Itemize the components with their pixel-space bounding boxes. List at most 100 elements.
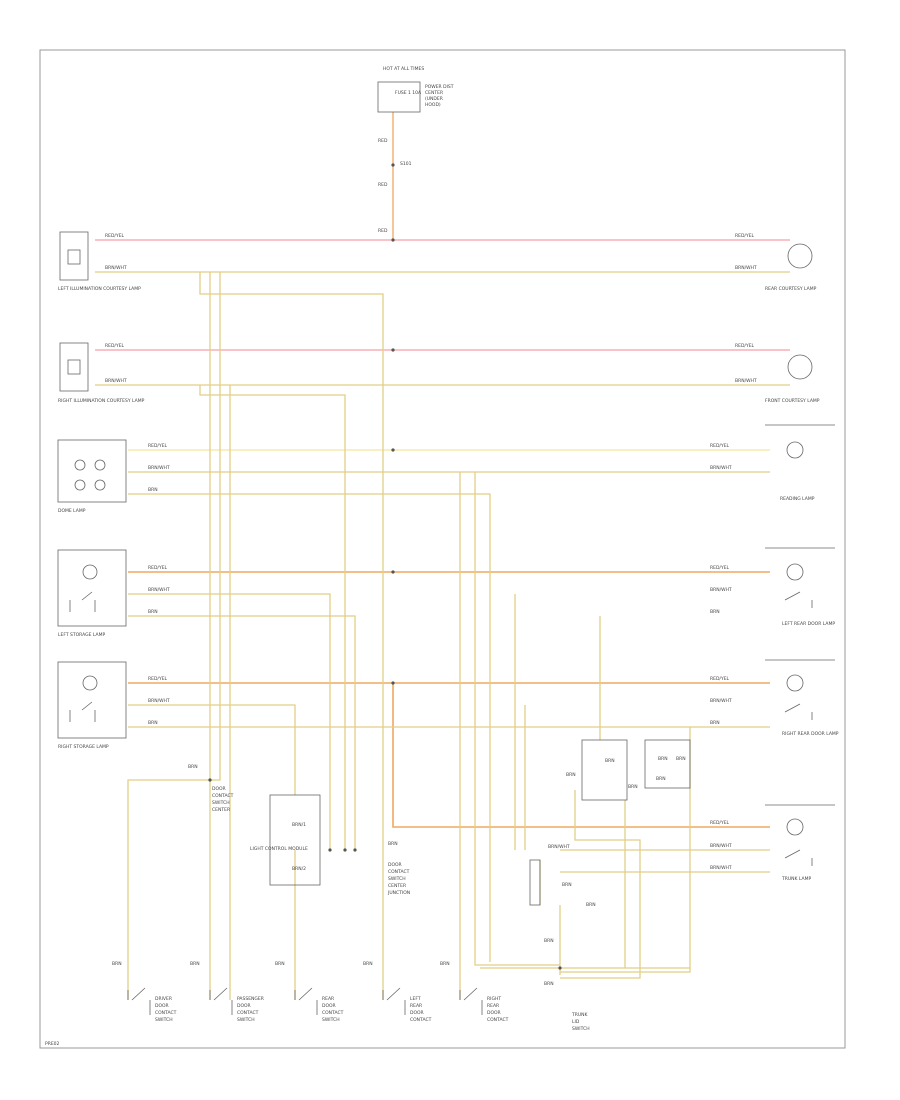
left-lamp-4-wire-top: RED/YEL — [148, 565, 168, 571]
right-lamp-1-name: REAR COURTESY LAMP — [765, 286, 817, 292]
relay-2-pin-c: BRN — [656, 776, 666, 782]
right-lamp-5-wire-mid: BRN/WHT — [710, 698, 732, 704]
right-lamp-2: RED/YEL BRN/WHT FRONT COURTESY LAMP — [735, 343, 820, 404]
left-lamp-3-wire-mid: BRN/WHT — [148, 465, 170, 471]
left-junction-note-1: DOOR — [212, 786, 226, 792]
trunk-note-3: SWITCH — [572, 1026, 590, 1032]
bottom-switch-2-line-2: DOOR — [237, 1003, 251, 1009]
left-junction-note-4: CENTER — [212, 807, 230, 813]
left-lamp-3-wire-top: RED/YEL — [148, 443, 168, 449]
left-lamp-1-wire-bot: BRN/WHT — [105, 265, 127, 271]
bottom-switch-3-line-1: REAR — [322, 996, 334, 1002]
bottom-switch-4-line-4: CONTACT — [410, 1017, 432, 1023]
bottom-switch-5-line-3: DOOR — [487, 1010, 501, 1016]
trunk-wire-1: BRN/WHT — [548, 844, 570, 850]
module-label-bot: BRN/2 — [292, 866, 306, 872]
left-lamp-1: RED/YEL BRN/WHT LEFT ILLUMINATION COURTE… — [58, 231, 141, 292]
left-lamp-5-wire-bot: BRN — [148, 720, 158, 726]
fuse-note-4: HOOD) — [425, 102, 441, 108]
wire-v-3 — [199, 272, 384, 1000]
trunk-note-2: LID — [572, 1019, 580, 1025]
left-junction: BRN DOOR CONTACT SWITCH CENTER — [188, 764, 234, 813]
wires — [95, 112, 790, 1000]
relay-1-pin-b: BRN — [605, 758, 615, 764]
fuse-splice: S101 — [400, 161, 412, 167]
fuse-box — [377, 81, 421, 113]
right-lamp-4: RED/YEL BRN/WHT BRN LEFT REAR DOOR LAMP — [710, 547, 835, 627]
right-lamp-3: RED/YEL BRN/WHT READING LAMP — [710, 424, 835, 502]
left-lamp-4-wire-bot: BRN — [148, 609, 158, 615]
bottom-switch-5-wire: BRN — [440, 961, 450, 967]
fuse-wire-3: RED — [378, 228, 388, 234]
light-control-module: BRN/1 BRN/2 LIGHT CONTROL MODULE — [250, 794, 321, 886]
right-lamp-1-wire-top: RED/YEL — [735, 233, 755, 239]
left-lamp-4-name: LEFT STORAGE LAMP — [58, 632, 105, 638]
bottom-switch-1-wire: BRN — [112, 961, 122, 967]
bottom-switch-2-line-3: CONTACT — [237, 1010, 259, 1016]
bottom-switch-4-wire: BRN — [363, 961, 373, 967]
left-junction-note-3: SWITCH — [212, 800, 230, 806]
right-lamp-2-name: FRONT COURTESY LAMP — [765, 398, 820, 404]
door-junction-note-5: JUNCTION — [387, 890, 410, 896]
fuse-note-1: POWER DIST — [425, 84, 454, 90]
right-lamp-2-wire-top: RED/YEL — [735, 343, 755, 349]
door-junction-wire: BRN — [388, 841, 398, 847]
left-lamp-1-wire-top: RED/YEL — [105, 233, 125, 239]
left-lamp-3-wire-bot: BRN — [148, 487, 158, 493]
left-lamp-4: RED/YEL BRN/WHT BRN LEFT STORAGE LAMP — [57, 549, 170, 638]
right-lamp-5-name: RIGHT REAR DOOR LAMP — [782, 731, 839, 737]
bottom-switch-5-line-4: CONTACT — [487, 1017, 509, 1023]
bottom-switch-2-line-1: PASSENGER — [237, 996, 264, 1002]
bottom-switch-4-line-2: REAR — [410, 1003, 422, 1009]
bottom-switch-3: BRN REAR DOOR CONTACT SWITCH — [275, 961, 344, 1023]
bottom-switch-5-line-2: REAR — [487, 1003, 499, 1009]
bottom-switch-2-wire: BRN — [190, 961, 200, 967]
left-lamp-4-wire-mid: BRN/WHT — [148, 587, 170, 593]
relay-1-pin-a: BRN — [566, 772, 576, 778]
wire-orange-3 — [392, 683, 770, 828]
wire-v-12 — [560, 727, 691, 973]
wire-v-13 — [560, 790, 641, 979]
door-junction-note-2: CONTACT — [388, 869, 410, 875]
left-lamp-2-wire-top: RED/YEL — [105, 343, 125, 349]
right-lamp-4-name: LEFT REAR DOOR LAMP — [782, 621, 835, 627]
left-lamp-5-wire-mid: BRN/WHT — [148, 698, 170, 704]
bottom-switch-1-line-2: DOOR — [155, 1003, 169, 1009]
fuse-note-2: CENTER — [425, 90, 443, 96]
wire-v-4 — [199, 385, 346, 850]
left-junction-note-2: CONTACT — [212, 793, 234, 799]
bottom-switch-1-line-4: SWITCH — [155, 1017, 173, 1023]
left-lamp-5: RED/YEL BRN/WHT BRN RIGHT STORAGE LAMP — [57, 661, 170, 750]
footer-code: PRE02 — [45, 1041, 60, 1047]
module-label-top: BRN/1 — [292, 822, 306, 828]
bottom-switch-2: BRN PASSENGER DOOR CONTACT SWITCH — [190, 961, 264, 1023]
bottom-switch-1-line-1: DRIVER — [155, 996, 172, 1002]
left-lamp-2-name: RIGHT ILLUMINATION COURTESY LAMP — [58, 398, 145, 404]
trunk-wire-3: BRN — [586, 902, 596, 908]
wire-v-2 — [127, 272, 221, 1000]
trunk-switch: BRN/WHT BRN BRN BRN BRN TRUNK LID SWITCH — [529, 844, 596, 1032]
bottom-switch-4: BRN LEFT REAR DOOR CONTACT — [363, 961, 432, 1023]
right-lamp-1-wire-bot: BRN/WHT — [735, 265, 757, 271]
fuse-block: HOT AT ALL TIMES FUSE 1 10A POWER DIST C… — [377, 66, 454, 234]
bottom-switch-1: BRN DRIVER DOOR CONTACT SWITCH — [112, 961, 177, 1023]
right-lamp-4-wire-bot: BRN — [710, 609, 720, 615]
door-junction-note-3: SWITCH — [388, 876, 406, 882]
bottom-switch-3-line-4: SWITCH — [322, 1017, 340, 1023]
fuse-note-3: (UNDER — [425, 96, 443, 102]
right-lamp-6-name: TRUNK LAMP — [781, 876, 811, 882]
bottom-switch-2-line-4: SWITCH — [237, 1017, 255, 1023]
bottom-switch-1-line-3: CONTACT — [155, 1010, 177, 1016]
bottom-switch-4-line-3: DOOR — [410, 1010, 424, 1016]
trunk-wire-4: BRN — [544, 938, 554, 944]
right-lamp-4-wire-top: RED/YEL — [710, 565, 730, 571]
fuse-label: FUSE 1 10A — [395, 90, 422, 96]
bottom-switch-5-line-1: RIGHT — [487, 996, 501, 1002]
wire-tan-5 — [128, 593, 331, 850]
bottom-switch-3-line-2: DOOR — [322, 1003, 336, 1009]
left-junction-wire: BRN — [188, 764, 198, 770]
right-lamp-5-wire-top: RED/YEL — [710, 676, 730, 682]
left-lamp-5-name: RIGHT STORAGE LAMP — [58, 744, 109, 750]
bottom-switch-5: BRN RIGHT REAR DOOR CONTACT — [440, 961, 509, 1023]
